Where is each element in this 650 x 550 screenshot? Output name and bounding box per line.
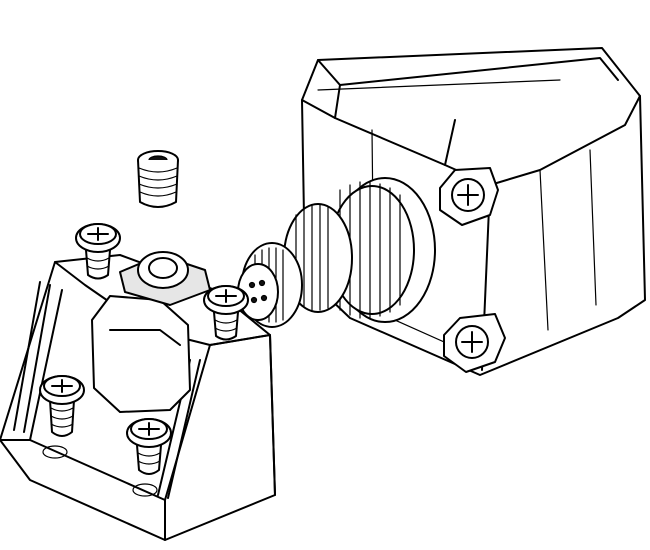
threaded-gland-nut	[283, 177, 436, 323]
set-screw	[137, 150, 179, 208]
housing-screw-lower	[443, 313, 506, 373]
bracket-screw-bottom-right	[126, 418, 172, 475]
bracket-screw-top-right	[203, 285, 249, 341]
connector-plug	[237, 242, 303, 328]
housing-screw-upper	[439, 167, 499, 226]
mounting-bracket	[0, 251, 276, 541]
bracket-screw-top-left	[75, 223, 121, 280]
bracket-screw-bottom-left	[39, 375, 85, 437]
